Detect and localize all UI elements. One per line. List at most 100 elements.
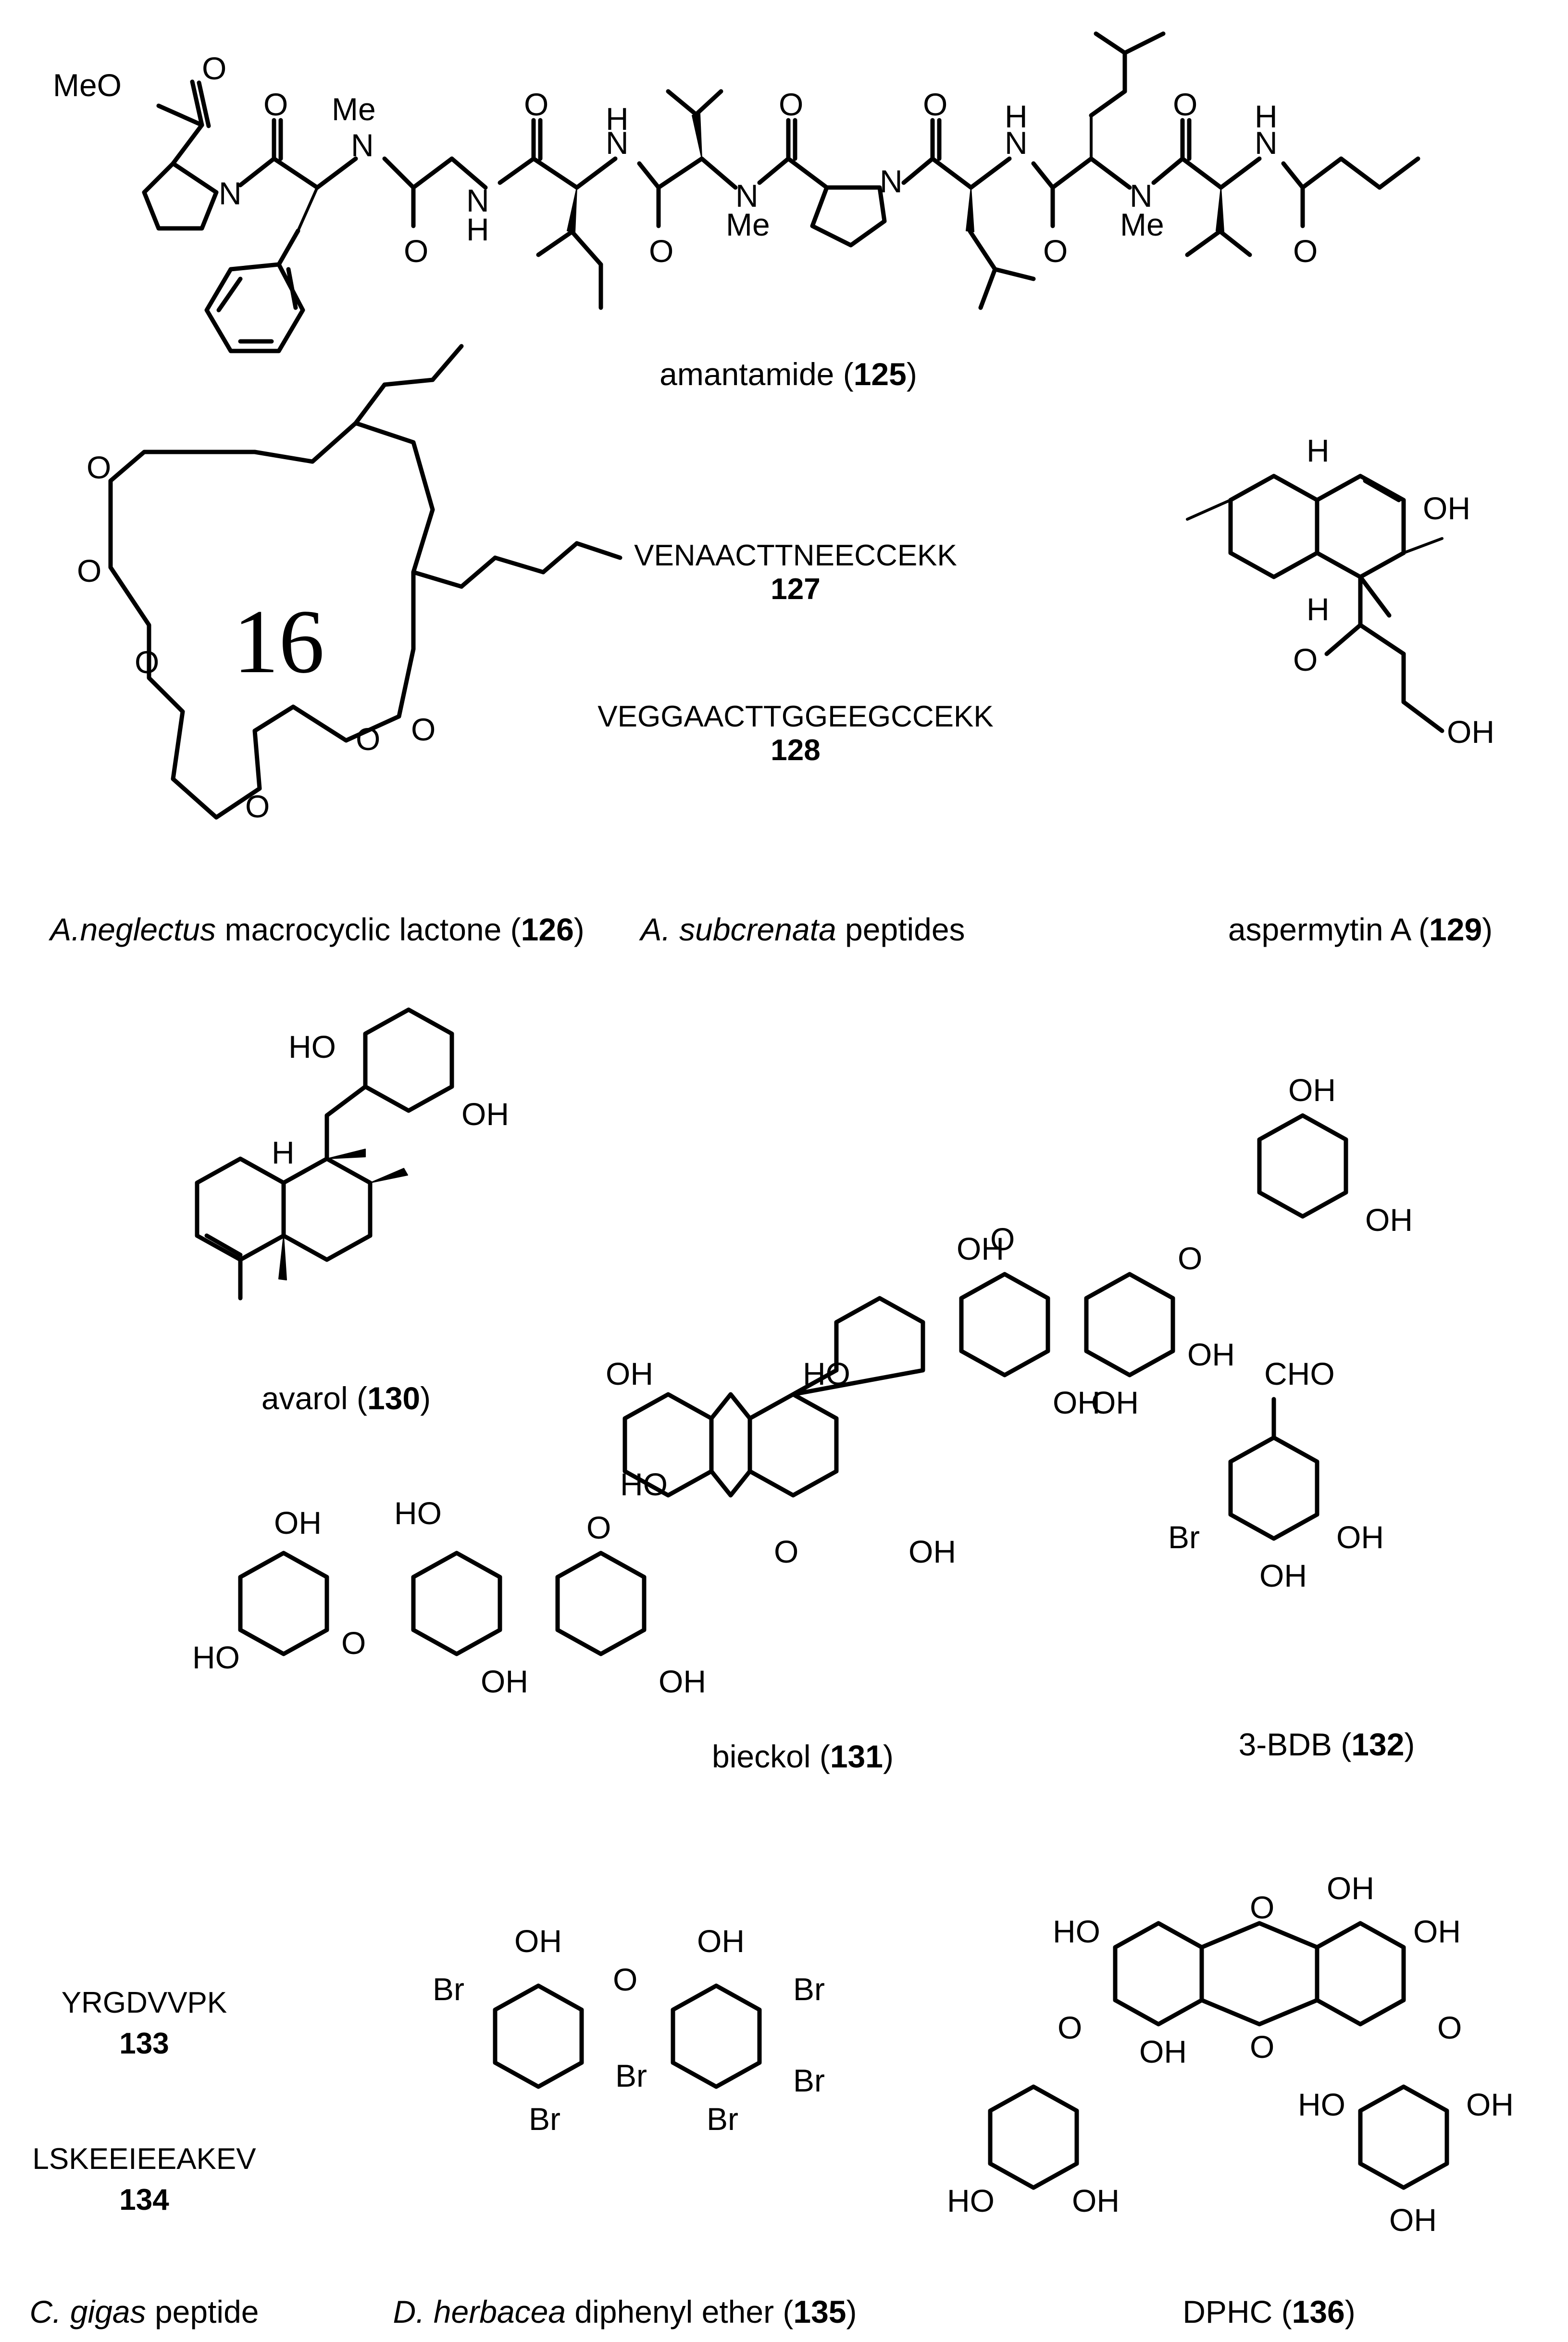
svg-text:O: O	[356, 721, 380, 757]
svg-text:OH: OH	[1288, 1072, 1336, 1108]
structure-avarol: HO OH H	[195, 1007, 509, 1301]
svg-text:N: N	[1255, 125, 1278, 161]
caption-diphenyl-ether: D. herbacea diphenyl ether (135)	[393, 2294, 857, 2329]
svg-text:O: O	[1058, 2010, 1082, 2045]
svg-text:Me: Me	[1120, 207, 1164, 242]
svg-text:OH: OH	[1139, 2034, 1187, 2069]
caption-aspermytin-a: aspermytin A (129)	[1228, 912, 1493, 947]
svg-text:O: O	[774, 1534, 798, 1569]
svg-text:H: H	[272, 1135, 295, 1170]
svg-text:OH: OH	[1327, 1870, 1374, 1906]
svg-text:N: N	[1130, 178, 1153, 213]
peptide-127-sequence: VENAACTTNEECCEKK	[634, 539, 957, 572]
svg-text:O: O	[135, 644, 159, 680]
svg-text:HO: HO	[803, 1356, 850, 1391]
svg-text:Br: Br	[707, 2101, 738, 2137]
svg-text:OH: OH	[606, 1356, 653, 1391]
svg-text:H: H	[606, 101, 629, 137]
svg-text:O: O	[779, 87, 803, 122]
ring-size-label: 16	[233, 591, 324, 692]
caption-3-bdb: 3-BDB (132)	[1238, 1727, 1415, 1762]
svg-text:Me: Me	[332, 91, 376, 127]
svg-text:OH: OH	[908, 1534, 956, 1569]
svg-text:O: O	[411, 712, 436, 747]
svg-text:N: N	[735, 178, 759, 213]
peptide-128-number: 128	[771, 734, 821, 767]
svg-text:HO: HO	[288, 1029, 336, 1065]
svg-text:H: H	[466, 212, 489, 247]
caption-subcrenata-peptides: A. subcrenata peptides	[640, 912, 965, 947]
atom-meo: MeO	[53, 67, 122, 103]
structure-amantamide: MeO O N O N Me O N H O N	[53, 31, 1420, 353]
svg-text:OH: OH	[1389, 2202, 1437, 2238]
svg-text:O: O	[1250, 1890, 1274, 1925]
peptide-134-number: 134	[119, 2183, 169, 2217]
svg-text:OH: OH	[1336, 1519, 1384, 1555]
svg-text:O: O	[1250, 2029, 1274, 2065]
svg-text:OH: OH	[659, 1664, 706, 1699]
svg-text:OH: OH	[697, 1923, 745, 1959]
svg-text:O: O	[263, 87, 288, 122]
svg-text:OH: OH	[957, 1231, 1004, 1266]
svg-text:O: O	[586, 1510, 611, 1545]
svg-text:N: N	[1005, 125, 1028, 161]
svg-text:N: N	[466, 183, 489, 218]
svg-text:HO: HO	[394, 1495, 442, 1531]
caption-gigas-peptide: C. gigas peptide	[29, 2294, 259, 2329]
svg-text:O: O	[613, 1962, 637, 1997]
caption-dphc: DPHC (136)	[1182, 2294, 1356, 2329]
structure-3-bdb: CHO Br OH OH	[1168, 1356, 1384, 1593]
svg-text:Br: Br	[615, 2058, 647, 2093]
svg-text:OH: OH	[1091, 1385, 1139, 1420]
svg-text:H: H	[1005, 99, 1028, 134]
svg-text:OH: OH	[1259, 1558, 1307, 1593]
svg-text:Br: Br	[529, 2101, 560, 2137]
caption-bieckol: bieckol (131)	[712, 1739, 894, 1774]
svg-text:H: H	[1307, 591, 1330, 627]
svg-text:Br: Br	[1168, 1519, 1200, 1555]
caption-macrocyclic-lactone: A.neglectus macrocyclic lactone (126)	[50, 912, 585, 947]
svg-text:OH: OH	[514, 1923, 562, 1959]
svg-text:OH: OH	[1187, 1337, 1235, 1372]
svg-text:N: N	[219, 175, 242, 211]
svg-text:O: O	[649, 233, 673, 269]
svg-text:N: N	[351, 127, 374, 163]
svg-text:OH: OH	[461, 1096, 509, 1132]
caption-amantamide: amantamide (125)	[660, 356, 917, 392]
svg-text:Me: Me	[726, 207, 770, 242]
peptide-127-number: 127	[771, 573, 821, 606]
atom-o: O	[202, 50, 226, 86]
svg-text:O: O	[87, 450, 111, 485]
svg-text:Br: Br	[793, 1971, 825, 2007]
svg-text:OH: OH	[1447, 714, 1494, 750]
svg-text:OH: OH	[1423, 490, 1470, 526]
svg-text:OH: OH	[1072, 2183, 1120, 2218]
svg-text:N: N	[606, 125, 629, 161]
svg-text:O: O	[1043, 233, 1068, 269]
peptide-134-sequence: LSKEEIEEAKEV	[32, 2142, 256, 2176]
structure-macrocyclic-lactone: O O O O O O	[77, 344, 622, 824]
svg-text:O: O	[245, 789, 270, 824]
svg-text:O: O	[341, 1625, 366, 1661]
svg-text:O: O	[1178, 1240, 1202, 1276]
svg-text:H: H	[1255, 99, 1278, 134]
structure-bieckol: OH OH HO O OH OH O OH OH OH HO OH O O OH…	[192, 1072, 1413, 1699]
peptide-133-number: 133	[119, 2027, 169, 2060]
svg-text:O: O	[923, 87, 947, 122]
svg-text:OH: OH	[1466, 2087, 1514, 2122]
structure-aspermytin-a: H H OH O OH	[1186, 433, 1494, 750]
svg-text:O: O	[1293, 233, 1318, 269]
svg-text:H: H	[1307, 433, 1330, 468]
svg-text:O: O	[1293, 642, 1318, 677]
svg-text:OH: OH	[274, 1505, 322, 1540]
svg-text:HO: HO	[620, 1466, 668, 1502]
svg-text:O: O	[990, 1221, 1015, 1257]
svg-text:HO: HO	[947, 2183, 995, 2218]
svg-text:Br: Br	[433, 1971, 464, 2007]
svg-text:OH: OH	[481, 1664, 528, 1699]
svg-text:O: O	[524, 87, 548, 122]
svg-text:HO: HO	[1053, 1914, 1100, 1949]
svg-text:HO: HO	[1298, 2087, 1345, 2122]
svg-text:CHO: CHO	[1264, 1356, 1335, 1391]
